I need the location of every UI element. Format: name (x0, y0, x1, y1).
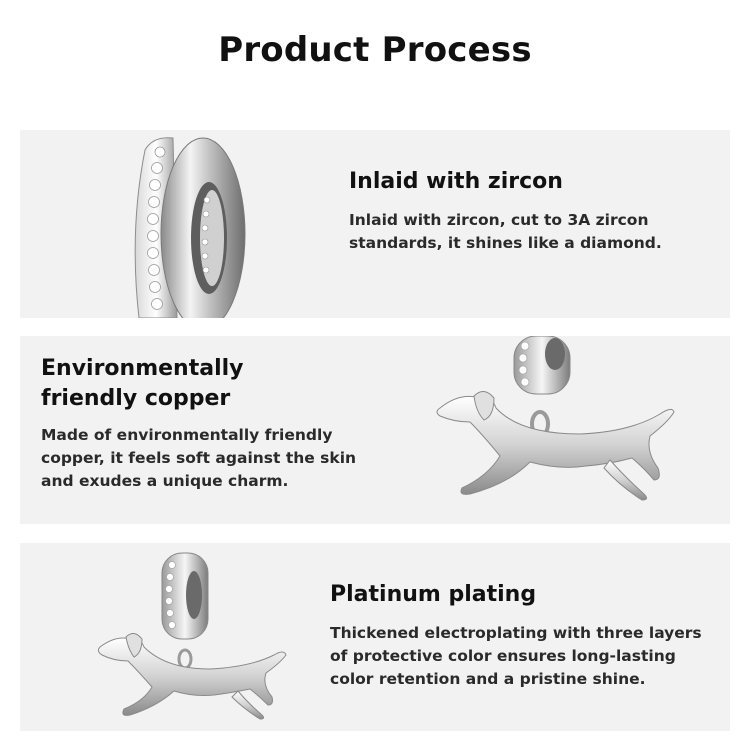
platinum-description: Thickened electroplating with three laye… (330, 624, 702, 688)
feature-panel-zircon: Inlaid with zircon Inlaid with zircon, c… (20, 130, 730, 318)
feature-panel-copper: Environmentally friendly copper Made of … (20, 336, 730, 524)
page-title: Product Process (218, 30, 532, 70)
zircon-description: Inlaid with zircon, cut to 3A zircon sta… (349, 211, 662, 252)
dachshund-charm-image (436, 336, 675, 501)
zircon-ring-image (134, 137, 246, 318)
copper-description: Made of environmentally friendly copper,… (41, 426, 357, 490)
copper-heading-line1: Environmentally (41, 356, 244, 381)
dachshund-charm-image-small (97, 552, 287, 720)
zircon-text-block: Inlaid with zircon Inlaid with zircon, c… (349, 167, 699, 255)
platinum-heading: Platinum plating (330, 582, 537, 607)
platinum-text-block: Platinum plating Thickened electroplatin… (330, 580, 720, 691)
copper-text-block: Environmentally friendly copper Made of … (41, 354, 371, 493)
copper-heading-line2: friendly copper (41, 386, 231, 411)
feature-panel-platinum: Platinum plating Thickened electroplatin… (20, 543, 730, 731)
zircon-heading: Inlaid with zircon (349, 169, 563, 194)
